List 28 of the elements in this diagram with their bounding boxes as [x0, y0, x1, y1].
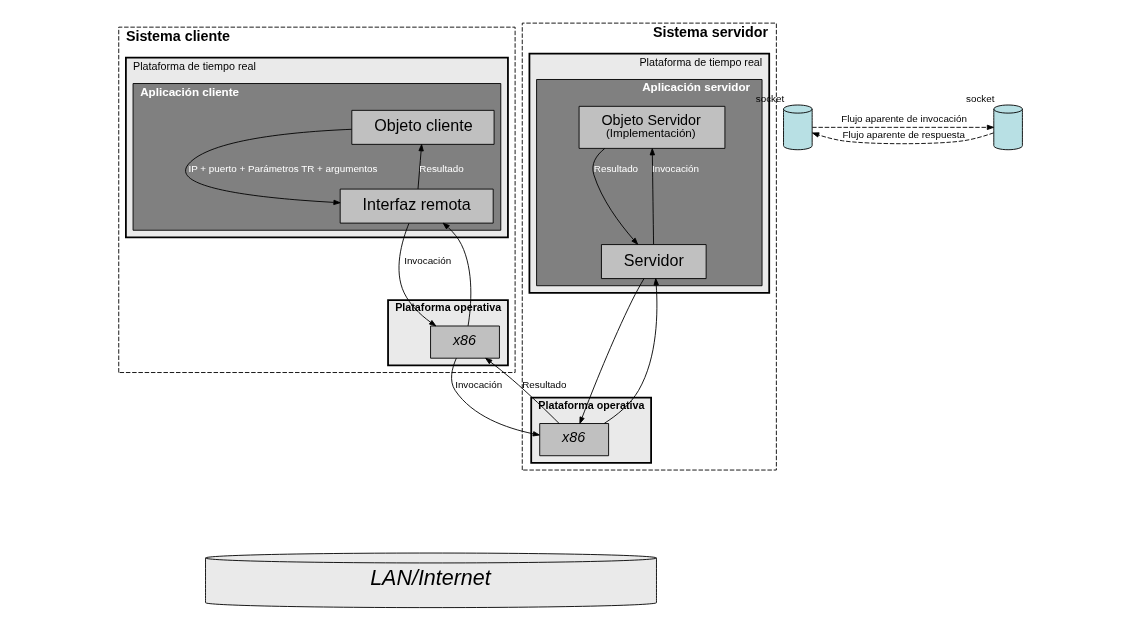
- edge-label: Invocación: [651, 162, 699, 174]
- node-box: Interfaz remota: [339, 188, 494, 224]
- arrow: [484, 357, 560, 424]
- arrow: [450, 357, 540, 437]
- node-box: x86: [429, 325, 500, 359]
- edge-label: Flujo aparente de respuesta: [842, 128, 965, 140]
- node-box: Objeto Servidor (Implementación): [578, 105, 725, 149]
- node-box: Objeto cliente: [350, 109, 495, 145]
- edge-label: IP + puerto + Parámetros TR + argumentos: [188, 162, 377, 174]
- arrow: [417, 144, 424, 190]
- node-box: Servidor: [600, 244, 707, 279]
- arrow: [811, 124, 994, 130]
- edge-label: Resultado: [521, 378, 567, 390]
- arrow: [811, 132, 994, 145]
- arrow: [649, 148, 655, 245]
- arrow: [578, 278, 644, 424]
- arrow: [591, 148, 638, 245]
- arrow: [398, 222, 436, 327]
- edge-label: Resultado: [418, 162, 464, 174]
- edge-label: Invocación: [454, 378, 502, 390]
- arrow: [184, 128, 352, 205]
- arrow: [442, 222, 471, 327]
- arrow: [603, 278, 659, 424]
- edge-label: Resultado: [593, 162, 638, 174]
- edge-label: Invocación: [403, 255, 451, 267]
- node-label: socket: [965, 93, 994, 105]
- edge-label: Flujo aparente de invocación: [840, 112, 967, 124]
- node-box: x86: [538, 423, 609, 457]
